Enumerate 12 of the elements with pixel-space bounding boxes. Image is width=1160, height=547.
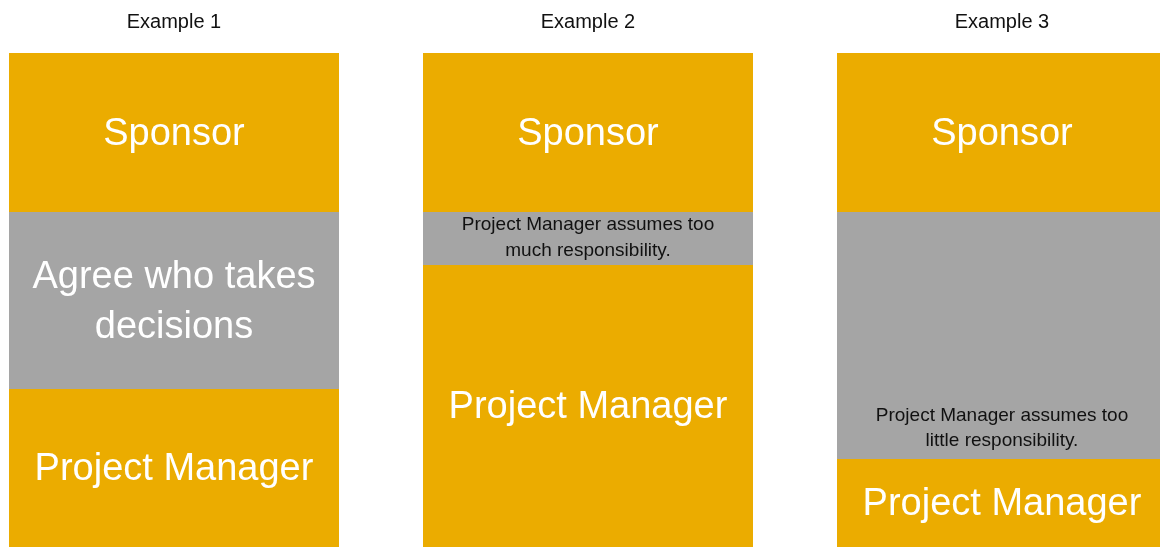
column-heading: Example 2 [539,10,637,33]
role-band: Project Manager assumes too much responsibility. [423,212,753,265]
role-band: Agree who takes decisions [9,212,339,389]
column-heading: Example 3 [953,10,1051,33]
role-band: Sponsor [9,53,339,212]
role-band: Project Manager [9,389,339,547]
role-band: Project Manager [837,459,1160,547]
role-band: Sponsor [837,53,1160,212]
role-band: Project Manager [423,265,753,547]
column-heading: Example 1 [125,10,223,33]
role-band: Sponsor [423,53,753,212]
role-band: Project Manager assumes too little responsibility. [837,212,1160,459]
